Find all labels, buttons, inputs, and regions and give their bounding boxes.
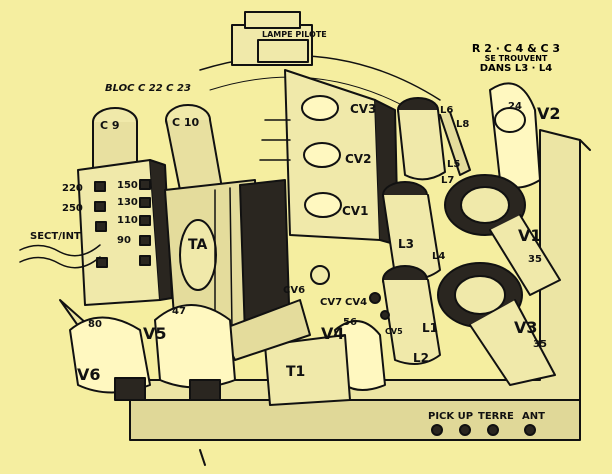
tube-v2 [489, 82, 541, 189]
label-90: 90 [117, 235, 131, 246]
label-cv4: CV4 [345, 297, 368, 308]
power-transformer [164, 179, 291, 336]
label-cv5: CV5 [385, 327, 403, 336]
tube-v6 [69, 316, 151, 401]
note-line-2: SE TROUVENT [484, 54, 548, 63]
coil-cans-lower [382, 265, 441, 365]
note-block: R 2 · C 4 & C 3 SE TROUVENT DANS L3 · L4 [470, 42, 562, 74]
label-l1: L1 [422, 321, 438, 335]
label-ta: TA [188, 237, 208, 253]
terre-socket [487, 424, 499, 436]
label-c10: C 10 [172, 116, 200, 129]
coil-cans-upper [397, 97, 471, 181]
dial-arc-inner [209, 76, 421, 116]
label-c9: C 9 [100, 119, 120, 132]
label-cv1: CV1 [342, 204, 369, 218]
label-l8: L8 [456, 119, 470, 130]
label-80: 80 [88, 319, 102, 330]
label-v5: V5 [143, 324, 167, 343]
label-cv2: CV2 [345, 152, 372, 166]
note-line-1: R 2 · C 4 & C 3 [471, 42, 561, 55]
label-l6: L6 [440, 105, 454, 116]
tube-v3-can [437, 262, 556, 386]
label-v1: V1 [518, 226, 542, 245]
label-130: 130 [117, 197, 138, 208]
coil-cans-middle [382, 181, 441, 280]
label-cv7: CV7 [320, 297, 343, 308]
label-v4: V4 [321, 324, 345, 343]
label-ant: ANT [522, 411, 545, 422]
label-110: 110 [117, 215, 138, 226]
label-l7: L7 [441, 175, 455, 186]
label-sect-int: SECT/INT [30, 231, 81, 242]
label-v6: V6 [77, 365, 101, 384]
tube-v1-can [444, 174, 561, 296]
ant-socket [524, 424, 536, 436]
tube-v5 [154, 304, 236, 401]
label-150: 150 [117, 180, 138, 191]
label-l2: L2 [413, 351, 429, 365]
label-terre: TERRE [478, 411, 514, 422]
label-lampe-pilote: LAMPE PILOTE [262, 30, 327, 39]
label-v2: V2 [537, 104, 561, 123]
pilot-lamp [231, 11, 313, 66]
pickup-socket-2 [459, 424, 471, 436]
label-pick-up: PICK UP [428, 411, 474, 422]
label-56: 56 [343, 317, 357, 328]
note-line-3: DANS L3 · L4 [479, 63, 553, 74]
label-250: 250 [62, 203, 83, 214]
label-bloc: BLOC C 22 C 23 [105, 83, 191, 94]
label-35-v1: 35 [528, 254, 542, 265]
capacitor-c10 [165, 104, 223, 196]
label-35-v3: 35 [533, 339, 547, 350]
label-47: 47 [172, 306, 186, 317]
label-t1: T1 [286, 364, 306, 380]
label-l4: L4 [432, 251, 446, 262]
mains-lead [19, 244, 101, 257]
label-cv6: CV6 [283, 285, 306, 296]
label-24: 24 [508, 101, 522, 112]
trimmer-knob [310, 265, 330, 285]
label-l5: L5 [447, 159, 461, 170]
label-v3: V3 [514, 318, 538, 337]
label-l3: L3 [398, 237, 414, 251]
label-220: 220 [62, 183, 83, 194]
pickup-socket-1 [431, 424, 443, 436]
label-cv3: CV3 [350, 102, 377, 116]
